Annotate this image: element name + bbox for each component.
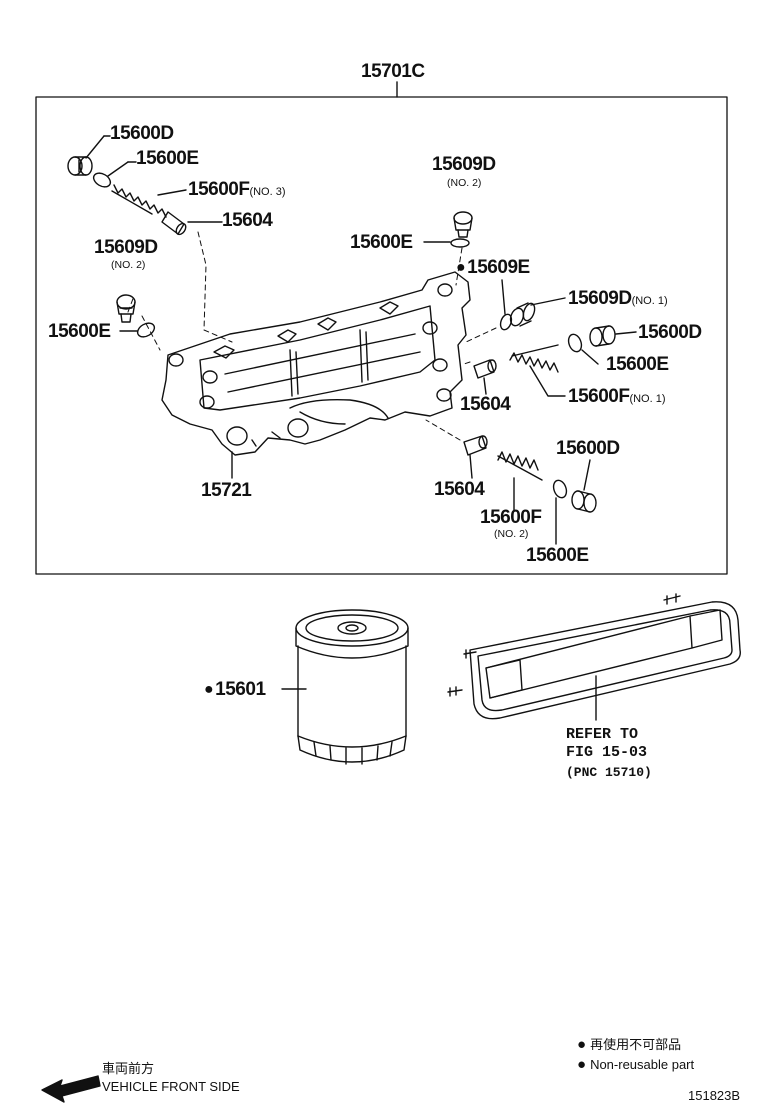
spring-15600F-low [497,451,543,481]
plug-15609D-right [509,302,536,327]
part-label-15600E-low: 15600E [526,545,589,566]
part-label-15604-low: 15604 [434,479,485,500]
plug-15600D-top-left [67,156,93,176]
bullet-icon: ● [577,1036,587,1053]
refer-line-1: REFER TO [566,726,639,743]
part-label-15600F-low: 15600F [480,507,542,528]
part-label-15721: 15721 [201,480,252,501]
oil-filter-drawing [295,609,409,765]
alignment-lines [127,231,497,441]
part-note: (NO. 1) [629,393,666,405]
refer-line-2: FIG 15-03 [566,744,648,761]
part-label-15600D-right: 15600D [638,322,702,343]
part-label-15604-top-left: 15604 [222,210,273,231]
part-label-15601: 15601 [204,680,266,699]
plug-15600D-low [571,490,597,513]
part-label-15600E-top-left: 15600E [136,148,199,169]
o-ring-15600E-low [552,479,568,499]
part-note-15600F-low: (NO. 2) [494,528,529,540]
front-arrow-icon [41,1075,101,1103]
oil-cooler-body [161,271,471,456]
part-note: (NO. 1) [631,295,668,307]
spring-15600F-top-left [111,184,167,218]
o-ring-15600E-top-left [92,172,112,188]
legend-jp-text: 再使用不可部品 [590,1037,682,1052]
assembly-frame [35,96,728,575]
part-label-15600E-left: 15600E [48,321,111,342]
part-number: 15600F [568,386,630,407]
spring-15600F-right [509,344,559,373]
bullet-icon: ● [577,1056,587,1073]
part-label-15600F-right: 15600F(NO. 1) [568,387,666,406]
plug-15609D-top [453,211,473,238]
o-ring-15600E-top [450,238,470,248]
part-note: (NO. 3) [249,186,286,198]
assembly-label: 15701C [361,61,425,82]
legend-en-text: Non-reusable part [590,1057,695,1072]
gasket-drawing [447,593,741,720]
part-label-15600D-top-left: 15600D [110,123,174,144]
part-label-15609D-top: 15609D [432,154,496,175]
valve-15609E [499,313,513,331]
front-side-en: VEHICLE FRONT SIDE [102,1079,240,1094]
part-label-15604-mid: 15604 [460,394,511,415]
part-label-15600E-top: 15600E [350,232,413,253]
part-number: 15600F [188,179,250,200]
part-note-15609D-top: (NO. 2) [447,177,482,189]
part-label-15600E-right: 15600E [606,354,669,375]
legend-en: ●Non-reusable part [577,1057,694,1072]
plug-15609D-left [116,294,136,323]
o-ring-15600E-right [567,333,583,353]
part-label-15600F-top-left: 15600F(NO. 3) [188,180,286,199]
front-side-jp: 車両前方 [102,1061,155,1076]
valve-15604-top-left [161,211,187,236]
part-number: 15609D [568,288,632,309]
figure-id: 151823B [688,1088,741,1103]
part-label-15600D-low: 15600D [556,438,620,459]
legend-jp: ●再使用不可部品 [577,1037,681,1052]
part-label-15609D-left: 15609D [94,237,158,258]
part-label-15609D-right: 15609D(NO. 1) [568,289,668,308]
valve-15604-mid [473,359,497,379]
refer-line-3: (PNC 15710) [566,765,652,780]
valve-15604-low [463,435,488,456]
part-label-15609E: 15609E [456,258,530,277]
plug-15600D-right [589,325,616,347]
part-note-15609D-left: (NO. 2) [111,259,146,271]
o-ring-15600E-left [136,322,156,338]
